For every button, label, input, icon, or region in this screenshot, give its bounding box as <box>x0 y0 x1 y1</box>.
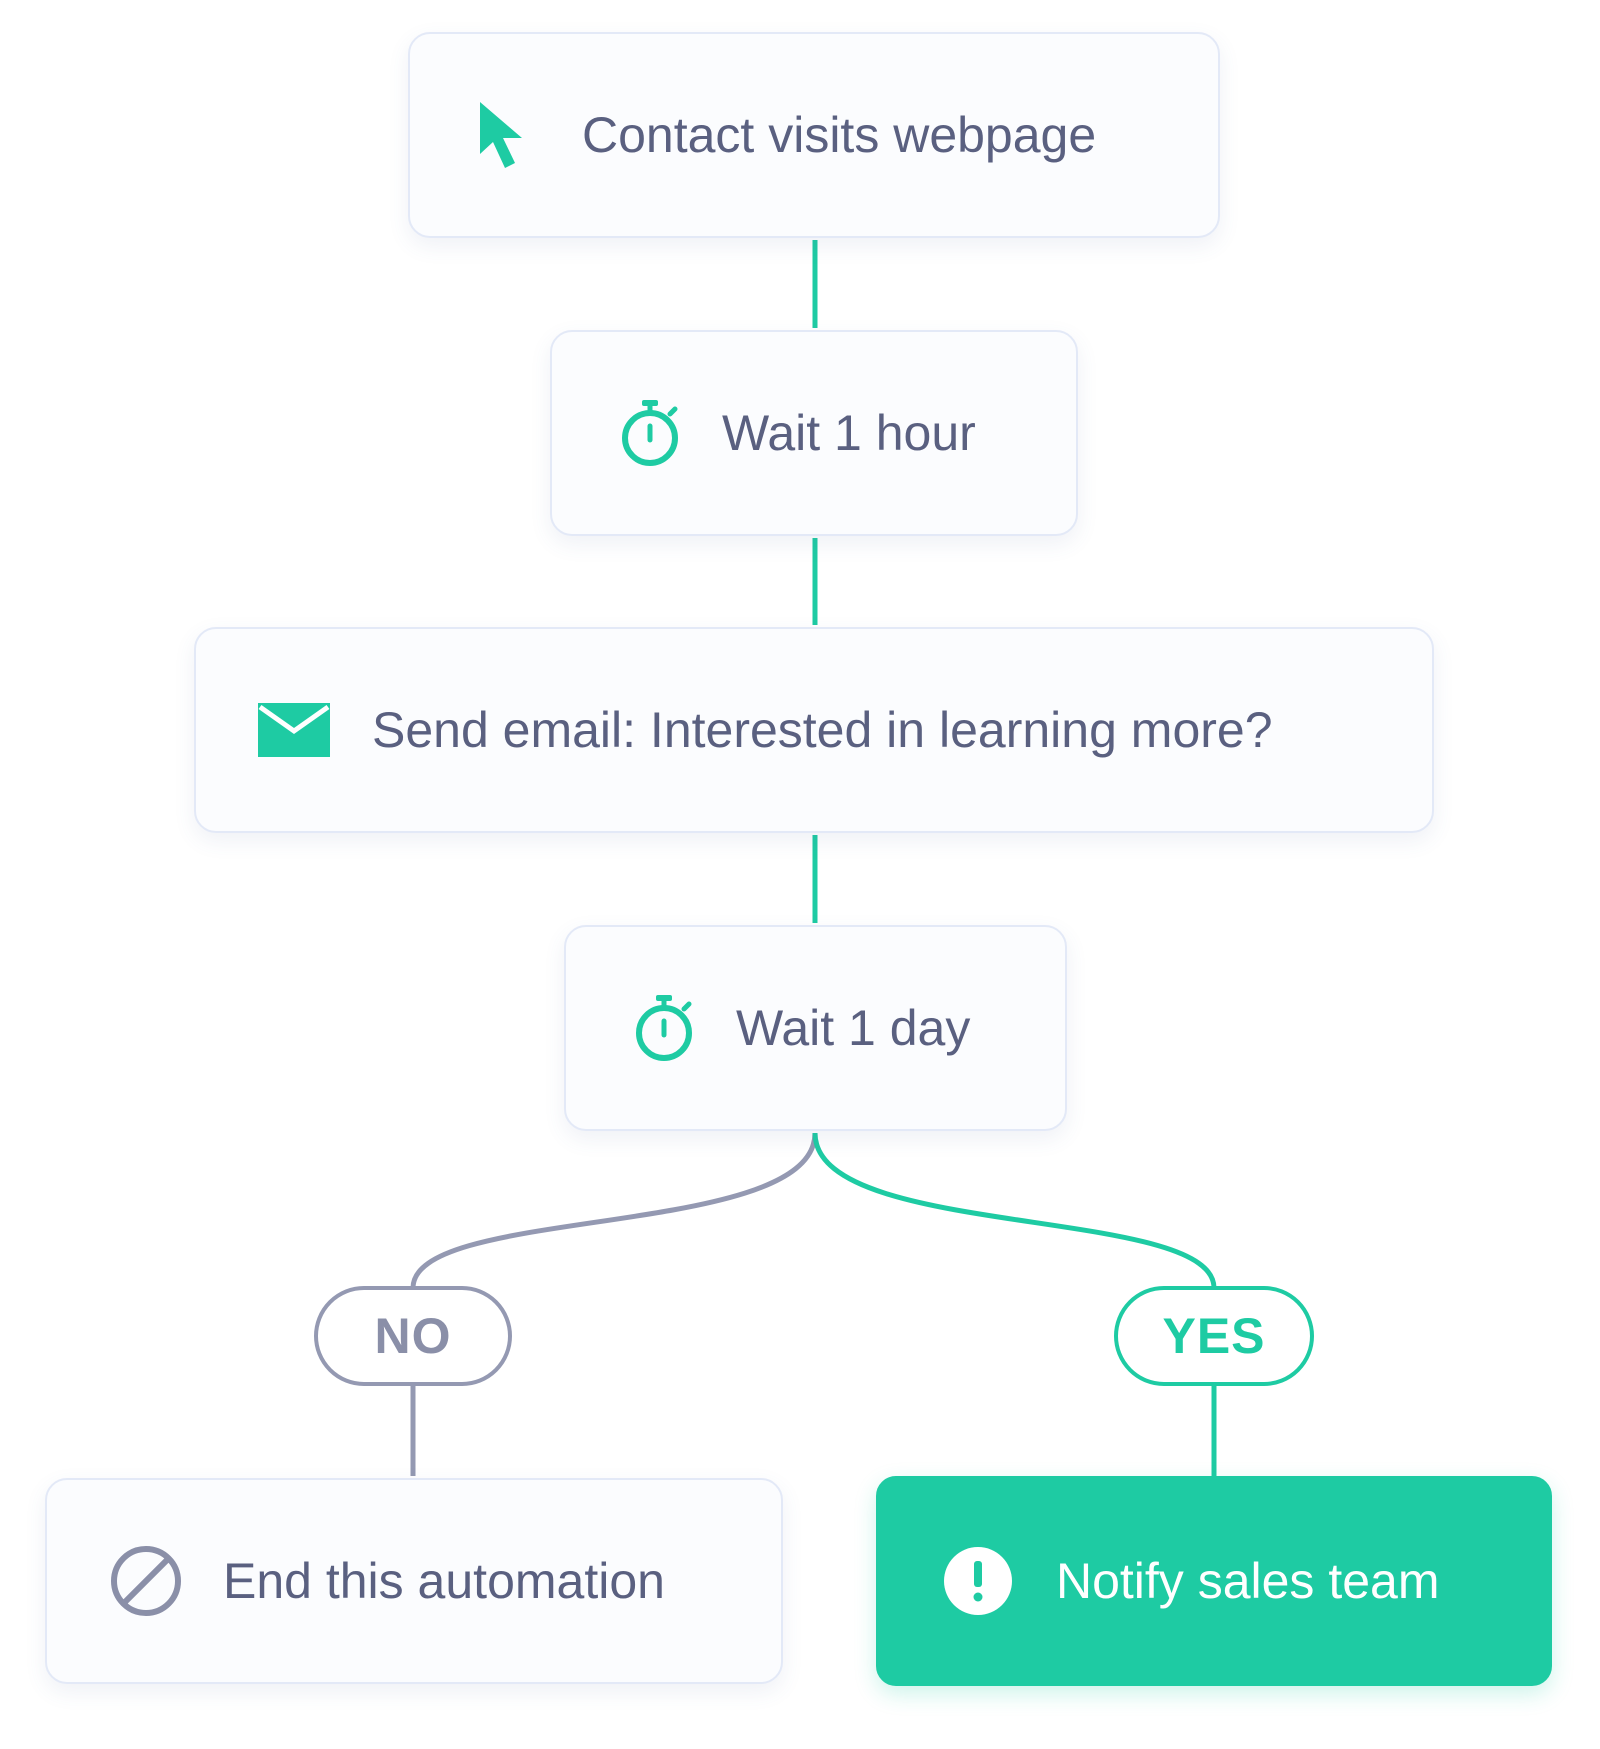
wait-day-label: Wait 1 day <box>736 1000 971 1056</box>
connector-branch-yes <box>812 1132 1217 1289</box>
wait-hour-label: Wait 1 hour <box>722 405 976 461</box>
end-automation-label: End this automation <box>223 1553 665 1609</box>
envelope-icon <box>258 701 330 759</box>
wait-hour-node[interactable]: Wait 1 hour <box>550 330 1078 536</box>
trigger-label: Contact visits webpage <box>582 107 1097 163</box>
stopwatch-icon <box>632 993 696 1063</box>
branch-yes-pill[interactable]: YES <box>1114 1286 1314 1386</box>
wait-day-node[interactable]: Wait 1 day <box>564 925 1067 1131</box>
branch-no-pill[interactable]: NO <box>314 1286 512 1386</box>
notify-sales-label: Notify sales team <box>1056 1553 1440 1609</box>
stopwatch-icon <box>618 398 682 468</box>
trigger-node[interactable]: Contact visits webpage <box>408 32 1220 238</box>
alert-icon <box>942 1545 1014 1617</box>
prohibited-icon <box>109 1544 183 1618</box>
send-email-node[interactable]: Send email: Interested in learning more? <box>194 627 1434 833</box>
send-email-label: Send email: Interested in learning more? <box>372 702 1273 758</box>
cursor-icon <box>474 98 534 172</box>
end-automation-node[interactable]: End this automation <box>45 1478 783 1684</box>
notify-sales-node[interactable]: Notify sales team <box>876 1476 1552 1686</box>
connector-branch-no <box>410 1132 818 1289</box>
